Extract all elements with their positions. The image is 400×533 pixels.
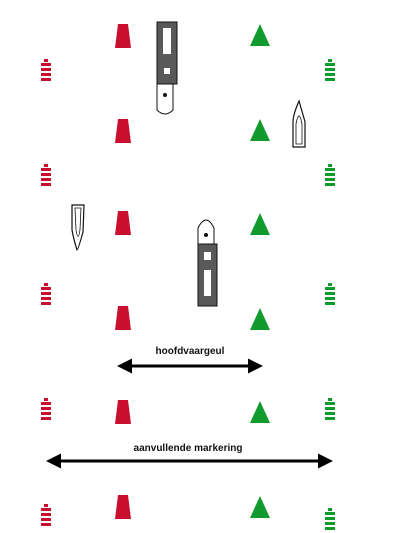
vessels-layer	[71, 21, 306, 307]
green-cone-buoy-icon	[250, 308, 270, 330]
red-can-buoy-icon	[115, 211, 131, 235]
small-boat-icon	[292, 99, 306, 148]
green-striped-post-icon	[325, 508, 335, 530]
green-striped-post-icon	[325, 283, 335, 305]
green-cone-buoy-icon	[250, 401, 270, 423]
red-striped-post-icon	[41, 164, 51, 186]
small-boat-icon	[71, 204, 85, 251]
green-cone-buoy-icon	[250, 119, 270, 141]
green-cone-buoy-icon	[250, 24, 270, 46]
green-cone-buoy-icon	[250, 496, 270, 518]
red-can-buoy-icon	[115, 495, 131, 519]
red-posts-layer	[41, 59, 51, 526]
green-posts-layer	[325, 59, 335, 530]
main-channel-label: hoofdvaargeul	[156, 346, 225, 357]
red-can-buoy-icon	[115, 24, 131, 48]
red-striped-post-icon	[41, 398, 51, 420]
red-striped-post-icon	[41, 283, 51, 305]
additional-marking-label: aanvullende markering	[134, 443, 243, 454]
red-buoys-layer	[115, 24, 131, 519]
green-striped-post-icon	[325, 398, 335, 420]
red-can-buoy-icon	[115, 306, 131, 330]
red-can-buoy-icon	[115, 119, 131, 143]
green-striped-post-icon	[325, 59, 335, 81]
ship-icon	[197, 219, 218, 307]
red-striped-post-icon	[41, 504, 51, 526]
red-can-buoy-icon	[115, 400, 131, 424]
red-striped-post-icon	[41, 59, 51, 81]
green-cone-buoy-icon	[250, 213, 270, 235]
green-buoys-layer	[250, 24, 270, 518]
green-striped-post-icon	[325, 164, 335, 186]
ship-icon	[156, 21, 178, 115]
